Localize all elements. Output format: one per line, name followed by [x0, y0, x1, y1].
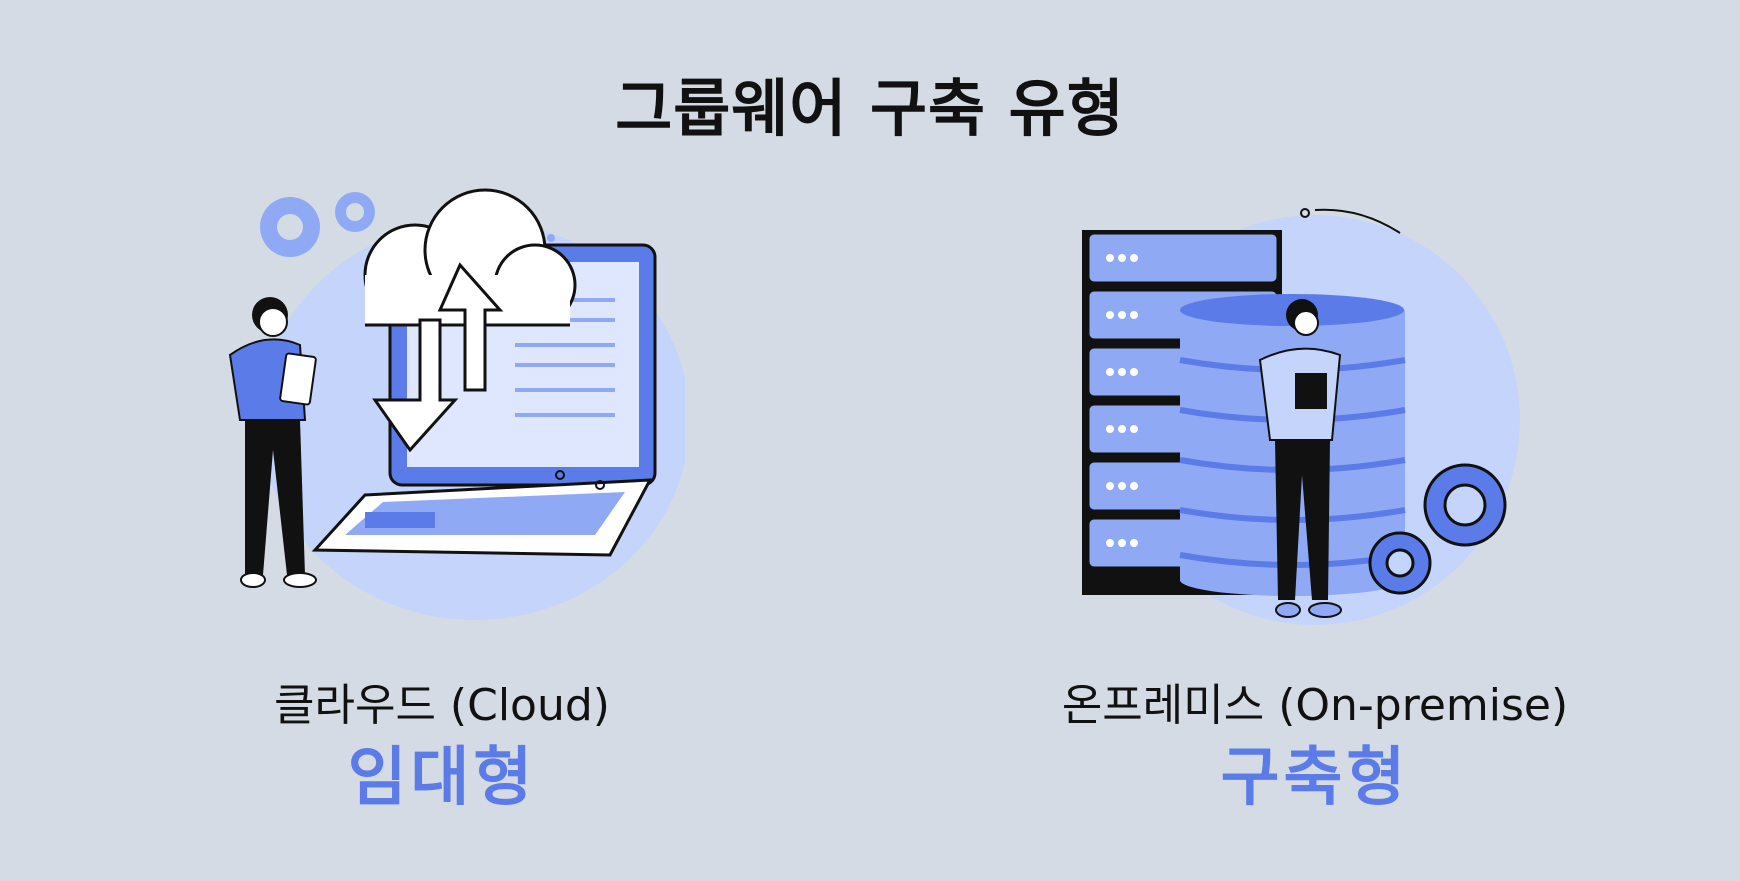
onpremise-type: 구축형 [1220, 741, 1410, 815]
cloud-type: 임대형 [347, 741, 537, 815]
gear-icon [260, 192, 375, 257]
server-illustration [1082, 208, 1520, 625]
onpremise-caption: 온프레미스 (On-premise) 구축형 [965, 680, 1665, 818]
cloud-caption: 클라우드 (Cloud) 임대형 [92, 680, 792, 818]
upload-arrow-icon [437, 262, 504, 392]
gear-icon [1368, 463, 1507, 595]
cloud-illustration [228, 188, 685, 620]
onpremise-label: 온프레미스 (On-premise) [1061, 680, 1569, 731]
download-arrow-icon [372, 318, 459, 453]
person-figure [1258, 299, 1342, 618]
person-figure [228, 297, 317, 588]
cloud-icon [363, 188, 577, 327]
cloud-label: 클라우드 (Cloud) [274, 680, 610, 731]
page-title: 그룹웨어 구축 유형 [615, 72, 1125, 145]
